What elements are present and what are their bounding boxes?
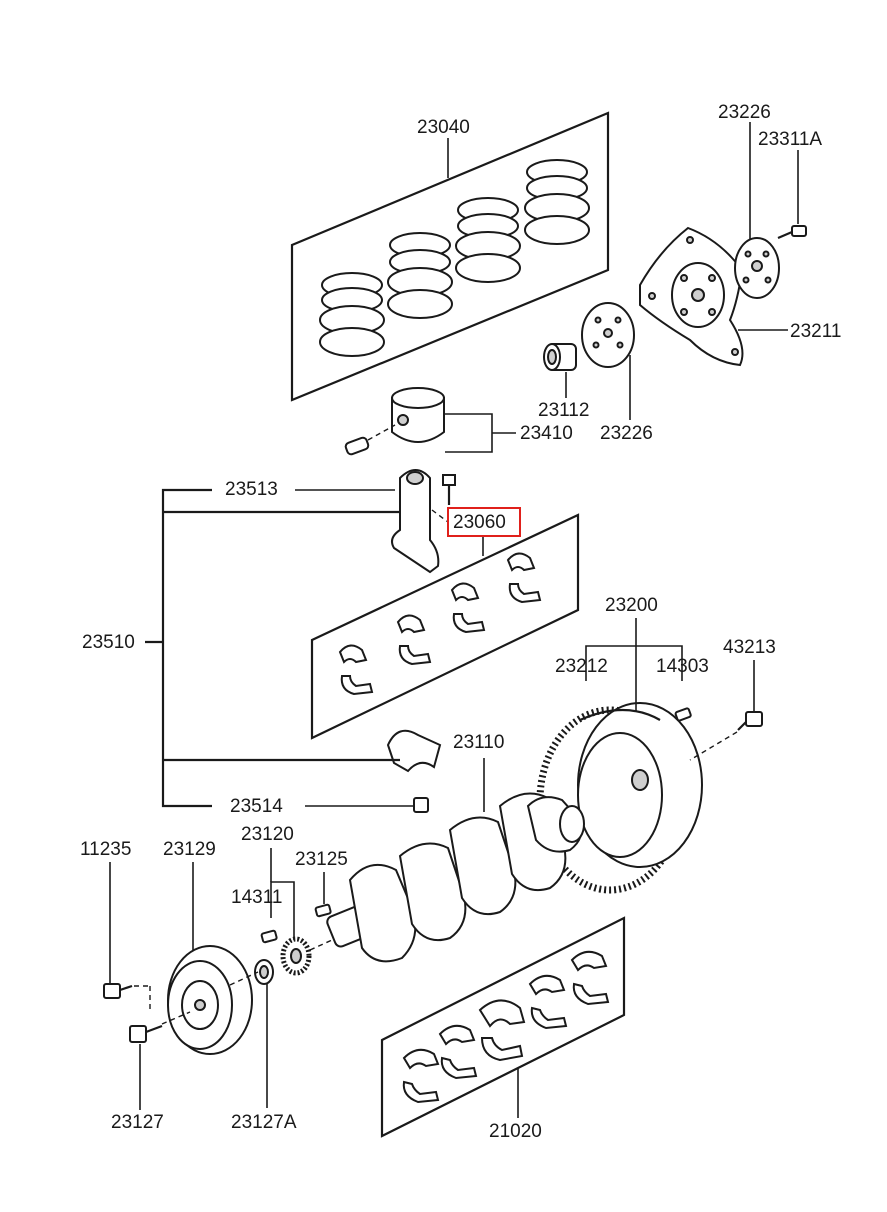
label-23127A: 23127A [231,1112,297,1133]
bearing-shell-icon [570,950,610,1006]
bearing-shell-icon [528,974,568,1030]
piston-ring-icon [387,232,453,319]
crank-pulley-icon [167,945,253,1055]
label-14311: 14311 [231,887,282,908]
label-23514: 23514 [230,796,283,817]
piston-rings-group [290,111,610,402]
bearing-shell-icon [396,614,432,666]
label-23212: 23212 [555,656,608,677]
label-23120: 23120 [241,824,294,845]
bearing-shell-icon [338,644,374,696]
label-14303: 14303 [656,656,709,677]
pilot-bushing-icon [543,343,577,371]
label-23127: 23127 [111,1112,164,1133]
timing-gear-icon [280,936,312,976]
flywheel-icon [536,702,703,894]
bolt-icon [103,983,133,999]
bearing-shell-icon [438,1024,478,1080]
label-23513: 23513 [225,479,278,500]
label-23200: 23200 [605,595,658,616]
key-icon [674,707,692,722]
bolt-icon [777,225,807,240]
label-21020: 21020 [489,1121,542,1142]
piston-rings-frame [290,111,610,402]
label-11235: 11235 [80,839,131,860]
label-23311A: 23311A [758,129,822,150]
drive-plate-icon [734,237,780,299]
label-23040: 23040 [417,117,470,138]
connecting-rod-icon [391,469,456,574]
bearing-shell-icon [402,1048,440,1104]
piston-ring-icon [455,197,521,283]
drive-plate-icon [581,302,635,368]
crankshaft-icon [326,792,585,963]
label-23125: 23125 [295,849,348,870]
washer-icon [254,959,274,985]
label-23510: 23510 [82,632,135,653]
bearing-shell-icon [450,582,486,634]
piston-ring-icon [319,272,385,357]
key-icon [260,903,332,944]
piston-ring-icon [524,159,590,245]
bolt-icon [129,1024,163,1043]
highlight-box-23060 [447,507,521,537]
conrod-bearings-group [310,513,580,740]
label-23226-top: 23226 [718,102,771,123]
label-23112: 23112 [538,400,589,421]
connecting-rod-cap-icon [386,729,442,813]
label-23060[interactable]: 23060 [453,512,506,533]
label-43213: 43213 [723,637,776,658]
main-bearings-group [380,916,626,1138]
label-23226-bottom: 23226 [600,423,653,444]
label-23110: 23110 [453,732,504,753]
bearing-shell-icon [506,552,542,604]
piston-icon [344,387,445,456]
bearing-shell-icon [478,999,526,1062]
drive-plate-icon [639,226,744,367]
bolt-icon [737,711,763,731]
label-23211: 23211 [790,321,841,342]
label-23410: 23410 [520,423,573,444]
label-23129: 23129 [163,839,216,860]
